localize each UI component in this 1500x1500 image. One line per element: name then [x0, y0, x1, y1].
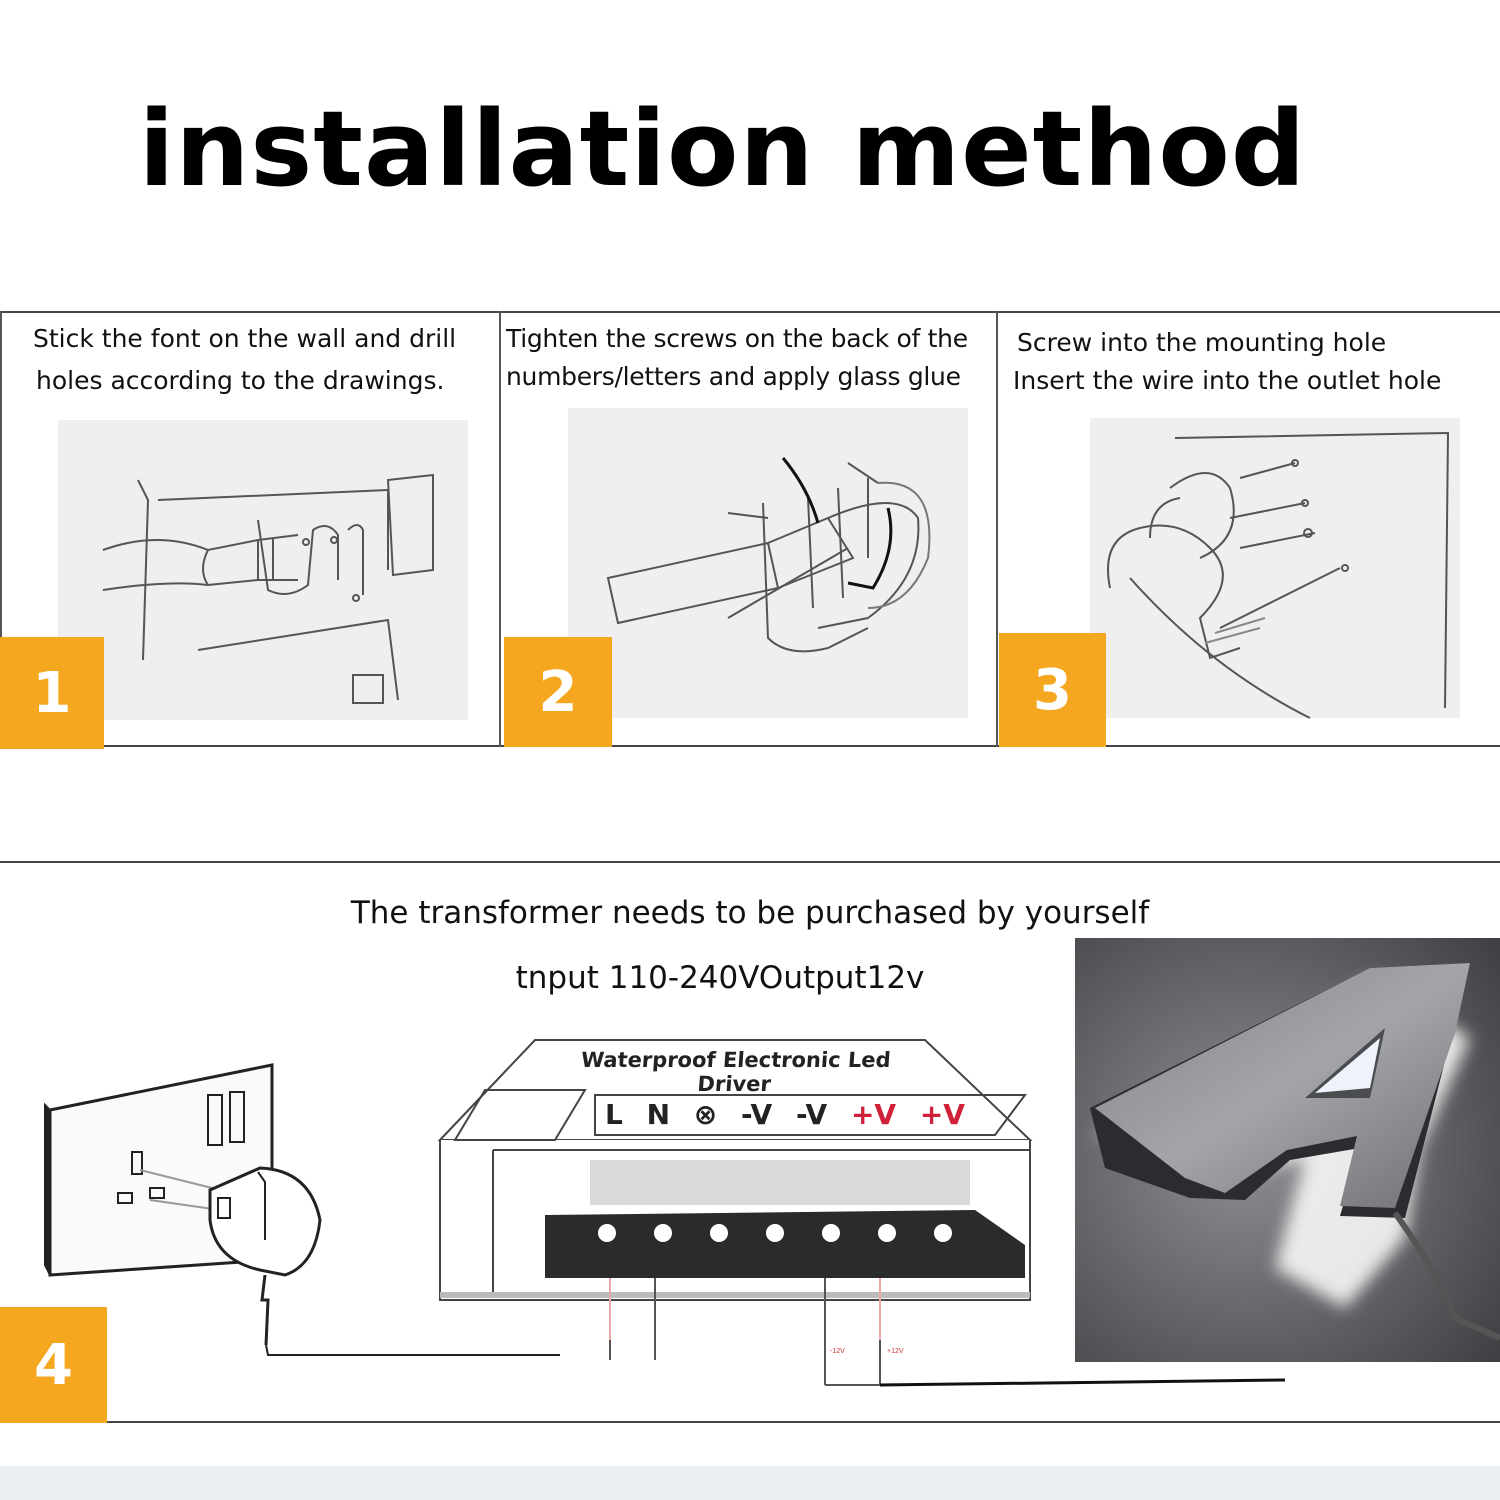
step-3-line-2: Insert the wire into the outlet hole [1013, 366, 1442, 395]
step-1-text: Stick the font on the wall and drill hol… [33, 318, 456, 402]
step-1-badge: 1 [0, 637, 104, 749]
illuminated-letter-photo [1075, 938, 1500, 1362]
terminal-hole [878, 1224, 896, 1242]
step-2-drawing-background [568, 408, 968, 718]
terminal-label: N [646, 1097, 671, 1131]
terminal-hole [766, 1224, 784, 1242]
wire-label-negative: -12V [830, 1348, 845, 1355]
panel-divider-2 [996, 311, 998, 747]
step-4-badge: 4 [0, 1307, 107, 1423]
terminal-hole [710, 1224, 728, 1242]
step-2-illustration [606, 457, 931, 653]
section-4-bottom-divider [0, 1421, 1500, 1423]
step-2-text: Tighten the screws on the back of the nu… [506, 318, 968, 398]
step-3-illustration [1107, 431, 1450, 719]
led-driver-terminal-holes [598, 1224, 952, 1242]
step-2-line-1: Tighten the screws on the back of the [506, 324, 968, 353]
terminal-hole [598, 1224, 616, 1242]
terminal-label: -V [740, 1097, 773, 1131]
top-divider [0, 311, 1500, 313]
bottom-band [0, 1466, 1500, 1500]
terminal-hole [934, 1224, 952, 1242]
step-3-badge: 3 [999, 633, 1106, 747]
wall-socket-illustration [44, 1063, 560, 1356]
terminal-label: +V [850, 1097, 897, 1131]
transformer-note: The transformer needs to be purchased by… [350, 895, 1150, 931]
step-1-line-1: Stick the font on the wall and drill [33, 324, 457, 353]
step-3-line-1: Screw into the mounting hole [1017, 328, 1387, 357]
bottom-divider [0, 745, 1500, 747]
input-output-spec: tnput 110-240VOutput12v [515, 960, 925, 996]
step-1-drawing-background [58, 420, 468, 720]
terminal-hole [654, 1224, 672, 1242]
terminal-label: +V [919, 1097, 965, 1131]
step-1-line-2: holes according to the drawings. [36, 366, 445, 395]
panel-divider-1 [499, 311, 501, 747]
led-driver-label: Waterproof Electronic Led Driver [580, 1048, 892, 1096]
page-title: installation method [138, 88, 1307, 210]
terminal-hole [822, 1224, 840, 1242]
wire-label-positive: +12V [887, 1348, 904, 1355]
step-2-badge: 2 [504, 637, 612, 747]
terminal-label: ⊗ [693, 1097, 718, 1131]
step-1-illustration [102, 473, 434, 704]
terminal-label: -V [795, 1097, 828, 1131]
left-border [0, 311, 2, 747]
step-2-line-2: numbers/letters and apply glass glue [506, 362, 961, 391]
terminal-label: L [605, 1097, 623, 1131]
step-3-text: Screw into the mounting hole Insert the … [1013, 322, 1441, 402]
section-4-top-divider [0, 861, 1500, 863]
